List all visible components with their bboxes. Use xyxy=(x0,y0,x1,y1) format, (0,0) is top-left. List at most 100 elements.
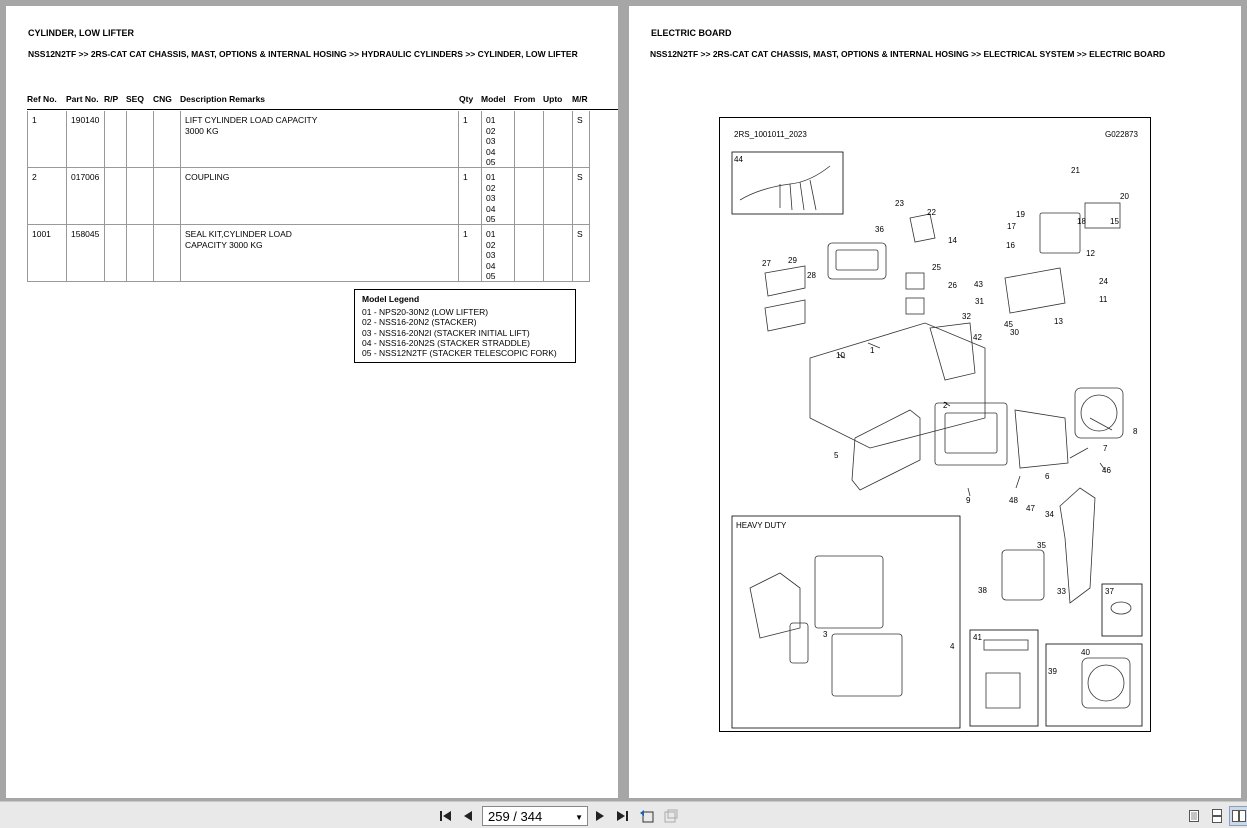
dropdown-arrow-icon: ▼ xyxy=(575,813,583,822)
callout: 12 xyxy=(1086,249,1095,258)
heavy-duty-label: HEAVY DUTY xyxy=(736,521,787,530)
callout: 38 xyxy=(978,586,987,595)
model-code: 01 xyxy=(486,172,496,182)
part-no: 158045 xyxy=(67,225,105,281)
callout: 28 xyxy=(807,271,816,280)
col-mr: M/R xyxy=(572,94,588,104)
seq-cell xyxy=(127,225,154,281)
col-description: Description Remarks xyxy=(180,94,266,104)
previous-page-icon xyxy=(464,811,472,821)
single-page-icon xyxy=(1189,810,1199,822)
callout: 43 xyxy=(974,280,983,289)
diagram-drawing: 2RS_1001011_2023 G022873 HEAVY DUTY 44 3… xyxy=(731,130,1143,729)
callout: 45 xyxy=(1004,320,1013,329)
callout: 36 xyxy=(875,225,884,234)
single-page-view-button[interactable] xyxy=(1184,806,1204,826)
callout: 22 xyxy=(927,208,936,217)
callout: 33 xyxy=(1057,587,1066,596)
callout: 40 xyxy=(1081,648,1090,657)
previous-page-button[interactable] xyxy=(458,806,478,826)
callout: 41 xyxy=(973,633,982,642)
callout: 21 xyxy=(1071,166,1080,175)
next-page-button[interactable] xyxy=(590,806,610,826)
parts-table-header: Ref No. Part No. R/P SEQ CNG Description… xyxy=(27,94,618,110)
description: COUPLING xyxy=(181,168,459,224)
callout: 32 xyxy=(962,312,971,321)
from-cell xyxy=(515,168,544,224)
exploded-parts-diagram: 2RS_1001011_2023 G022873 HEAVY DUTY 44 3… xyxy=(719,117,1151,732)
callout: 48 xyxy=(1009,496,1018,505)
qty: 1 xyxy=(459,111,482,167)
callout: 35 xyxy=(1037,541,1046,550)
last-page-button[interactable] xyxy=(612,806,632,826)
model-code: 02 xyxy=(486,182,496,193)
legend-title: Model Legend xyxy=(362,294,420,304)
callout: 29 xyxy=(788,256,797,265)
two-page-icon xyxy=(1232,810,1246,822)
callout: 3 xyxy=(823,630,828,639)
part-no: 190140 xyxy=(67,111,105,167)
model-code: 03 xyxy=(486,250,496,260)
history-back-icon xyxy=(640,810,654,823)
rp-cell xyxy=(105,168,127,224)
callout: 23 xyxy=(895,199,904,208)
part-no: 017006 xyxy=(67,168,105,224)
legend-item: 01 - NPS20-30N2 (LOW LIFTER) xyxy=(362,307,489,318)
callout: 10 xyxy=(836,351,845,360)
ref-no: 2 xyxy=(28,168,67,224)
callout: 26 xyxy=(948,281,957,290)
right-document-page: ELECTRIC BOARD NSS12N2TF >> 2RS-CAT CAT … xyxy=(629,6,1241,798)
model-code: 05 xyxy=(486,157,496,167)
col-rp: R/P xyxy=(104,94,119,104)
left-document-page: CYLINDER, LOW LIFTER NSS12N2TF >> 2RS-CA… xyxy=(6,6,618,798)
callout: 42 xyxy=(973,333,982,342)
continuous-view-button[interactable] xyxy=(1207,806,1227,826)
model-list: 01 02 03 04 05 xyxy=(482,111,515,167)
qty: 1 xyxy=(459,225,482,281)
ref-no: 1 xyxy=(28,111,67,167)
page-title: ELECTRIC BOARD xyxy=(651,28,732,38)
callout: 24 xyxy=(1099,277,1108,286)
two-page-view-button[interactable] xyxy=(1229,806,1247,826)
legend-item: 03 - NSS16-20N2I (STACKER INITIAL LIFT) xyxy=(362,327,530,338)
page-title: CYLINDER, LOW LIFTER xyxy=(28,28,134,38)
continuous-page-icon xyxy=(1212,809,1222,823)
callout: 8 xyxy=(1133,427,1138,436)
callout: 7 xyxy=(1103,444,1108,453)
callout: 39 xyxy=(1048,667,1057,676)
table-row: 1001 158045 SEAL KIT,CYLINDER LOAD CAPAC… xyxy=(27,225,590,282)
callout: 31 xyxy=(975,297,984,306)
model-code: 03 xyxy=(486,193,496,203)
callout: 2 xyxy=(943,401,948,410)
qty: 1 xyxy=(459,168,482,224)
callout: 46 xyxy=(1102,466,1111,475)
legend-item: 02 - NSS16-20N2 (STACKER) xyxy=(362,317,477,328)
col-seq: SEQ xyxy=(126,94,144,104)
callout: 20 xyxy=(1120,192,1129,201)
callout: 1 xyxy=(870,346,875,355)
page-number-select[interactable]: 259 / 344 ▼ xyxy=(482,806,588,826)
drawing-code: G022873 xyxy=(1105,130,1138,139)
callout: 34 xyxy=(1045,510,1054,519)
from-cell xyxy=(515,111,544,167)
upto-cell xyxy=(544,111,573,167)
upto-cell xyxy=(544,225,573,281)
cng-cell xyxy=(154,225,181,281)
first-page-icon xyxy=(440,811,451,821)
callout: 37 xyxy=(1105,587,1114,596)
callout: 25 xyxy=(932,263,941,272)
history-back-button[interactable] xyxy=(637,806,657,826)
viewer-toolbar: 259 / 344 ▼ xyxy=(0,801,1247,828)
cng-cell xyxy=(154,168,181,224)
history-forward-icon xyxy=(664,809,678,823)
mr: S xyxy=(577,115,583,125)
first-page-button[interactable] xyxy=(436,806,456,826)
history-forward-button[interactable] xyxy=(661,806,681,826)
drawing-id: 2RS_1001011_2023 xyxy=(734,130,807,139)
callout: 5 xyxy=(834,451,839,460)
model-list: 01 02 03 04 05 xyxy=(482,168,515,224)
col-ref-no: Ref No. xyxy=(27,94,57,104)
description: LIFT CYLINDER LOAD CAPACITY 3000 KG xyxy=(181,111,459,167)
page-indicator: 259 / 344 xyxy=(488,808,543,824)
table-row: 1 190140 LIFT CYLINDER LOAD CAPACITY 300… xyxy=(27,111,590,168)
